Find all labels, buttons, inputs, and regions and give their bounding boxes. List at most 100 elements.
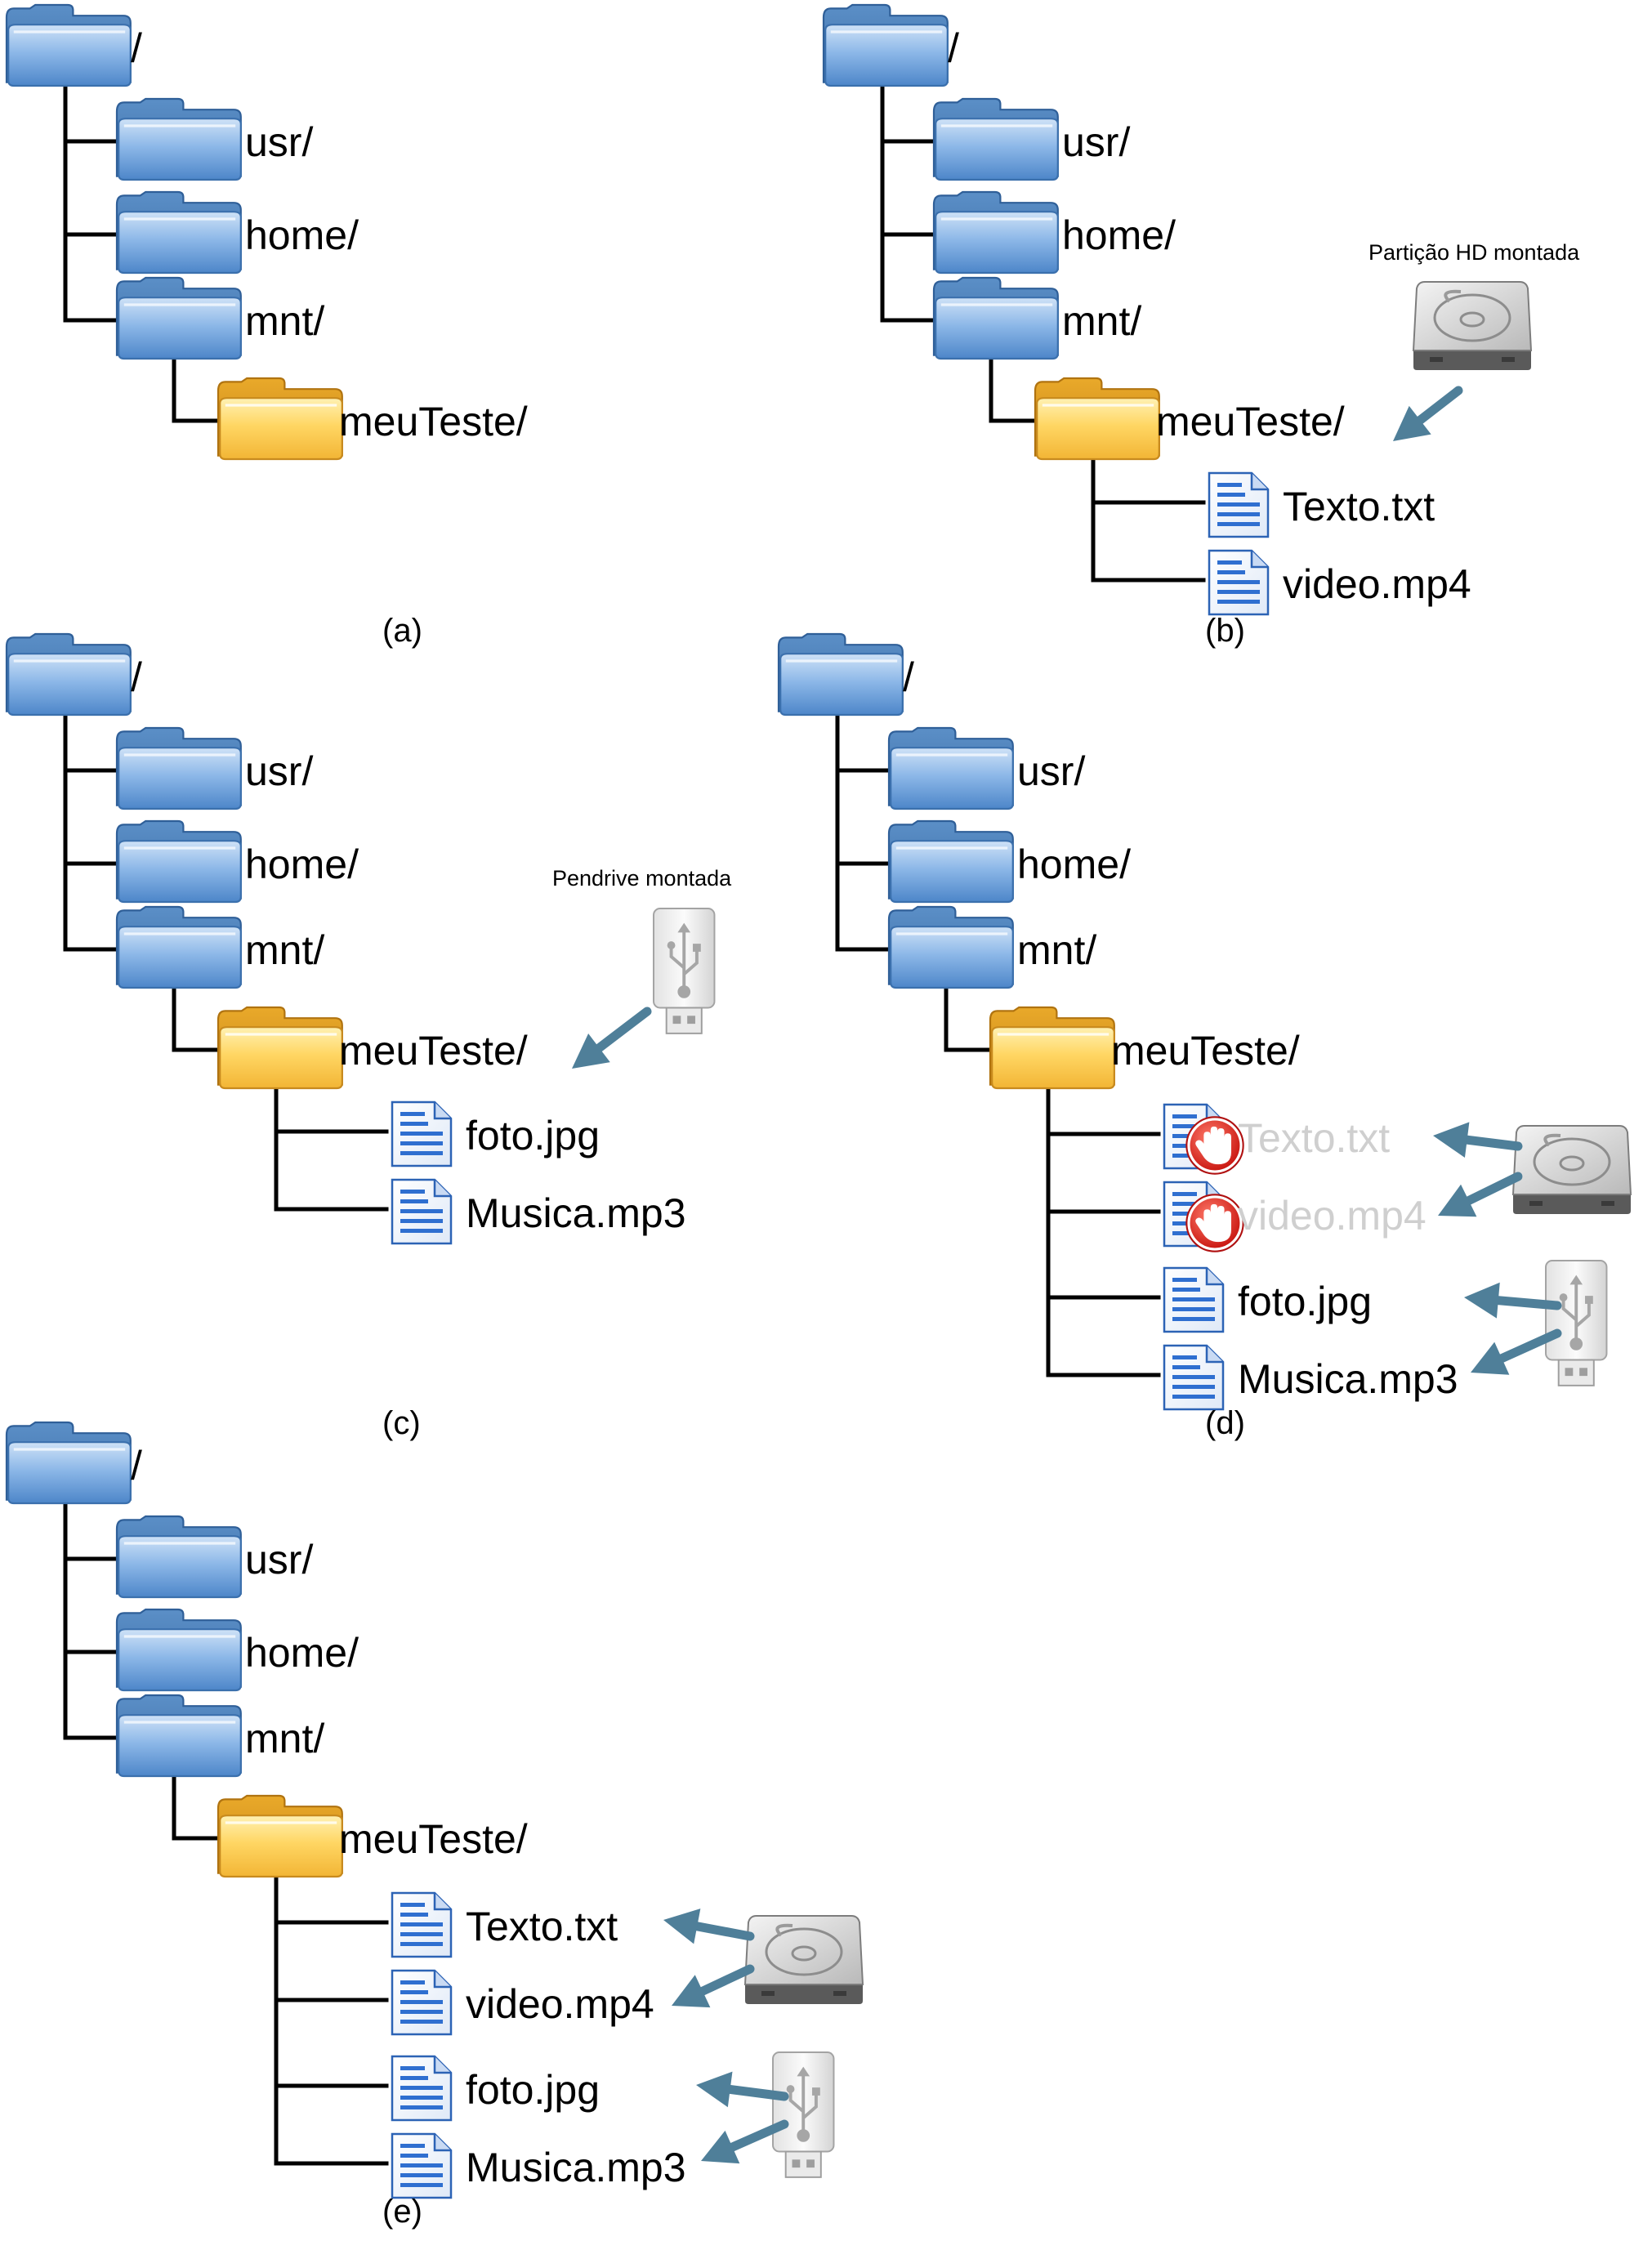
tree-connector — [989, 357, 1038, 423]
node-label: Musica.mp3 — [466, 1190, 686, 1236]
panel-b: /usr/home/mnt/meuTeste/Texto.txtvideo.mp… — [822, 3, 1580, 649]
node-label: / — [131, 654, 142, 700]
panel-c: / usr/home/mnt/meuTeste/foto.jpgMusica.mp… — [5, 632, 732, 1441]
folder-blue-icon — [932, 276, 1060, 360]
tree-connector — [172, 357, 221, 423]
node-label: usr/ — [245, 1537, 313, 1583]
mount-arrow — [672, 1964, 755, 2008]
folder-blue-icon — [777, 632, 904, 717]
hard-drive-icon — [1511, 1124, 1632, 1216]
device-title: Partição HD montada — [1368, 240, 1580, 265]
usb-drive-icon — [771, 2051, 836, 2179]
folder-blue-icon — [887, 905, 1015, 989]
usb-drive-icon — [1544, 1259, 1609, 1387]
node-label: / — [131, 25, 142, 71]
tree-connector — [63, 75, 119, 323]
document-icon — [391, 2132, 453, 2199]
panel-caption: (a) — [382, 613, 422, 649]
folder-blue-icon — [5, 1421, 132, 1505]
document-icon — [391, 2055, 453, 2122]
node-label: meuTeste/ — [1156, 399, 1345, 444]
node-label: foto.jpg — [1238, 1279, 1372, 1324]
node-label: usr/ — [1017, 748, 1085, 794]
node-label: mnt/ — [245, 927, 324, 973]
node-label: video.mp4 — [1238, 1193, 1427, 1239]
document-icon — [1163, 1344, 1225, 1411]
panel-caption: (c) — [382, 1405, 421, 1441]
mount-arrow — [1433, 1122, 1523, 1158]
node-label: home/ — [1062, 212, 1176, 258]
tree-connector — [274, 1873, 389, 2166]
document-icon — [1208, 471, 1270, 538]
folder-blue-icon — [115, 1694, 243, 1778]
node-label: home/ — [245, 1630, 359, 1676]
mount-arrow — [663, 1908, 755, 1944]
mount-arrow — [1393, 386, 1463, 441]
mount-arrow — [1464, 1282, 1562, 1319]
folder-blue-icon — [115, 190, 243, 275]
blocked-icon — [1185, 1194, 1244, 1252]
tree-connector — [880, 75, 936, 323]
document-icon — [1163, 1266, 1225, 1333]
folder-blue-icon — [5, 3, 132, 87]
usb-drive-icon — [652, 907, 717, 1035]
node-label: Musica.mp3 — [466, 2145, 686, 2190]
panel-d: /usr/home/mnt/meuTeste/Texto.txtvideo.mp… — [777, 632, 1632, 1441]
tree-connector — [63, 1493, 119, 1740]
folder-blue-icon — [932, 190, 1060, 275]
mount-arrow — [1471, 1328, 1562, 1375]
folder-yellow-icon — [217, 377, 344, 461]
node-label: meuTeste/ — [339, 1028, 528, 1074]
folder-yellow-icon — [1034, 377, 1161, 461]
panel-caption: (d) — [1205, 1405, 1245, 1441]
folder-blue-icon — [5, 632, 132, 717]
node-label: Texto.txt — [466, 1904, 618, 1949]
blocked-icon — [1185, 1116, 1244, 1175]
folder-blue-icon — [115, 905, 243, 989]
tree-connector — [274, 1084, 389, 1212]
tree-connector — [944, 986, 993, 1052]
folder-blue-icon — [115, 726, 243, 810]
folder-blue-icon — [115, 276, 243, 360]
node-label: video.mp4 — [1283, 561, 1471, 607]
mount-arrow — [696, 2071, 789, 2108]
node-label: home/ — [1017, 842, 1131, 887]
folder-blue-icon — [115, 1515, 243, 1599]
tree-connector — [1046, 1084, 1161, 1377]
node-label: mnt/ — [245, 298, 324, 344]
panel-caption: (e) — [382, 2194, 422, 2230]
folder-blue-icon — [115, 1608, 243, 1692]
node-label: home/ — [245, 842, 359, 887]
folder-blue-icon — [887, 819, 1015, 904]
folder-blue-icon — [932, 97, 1060, 181]
node-label: meuTeste/ — [339, 1816, 528, 1862]
panel-caption: (b) — [1205, 613, 1245, 649]
panel-a: /usr/home/mnt/meuTeste/(a) — [5, 3, 528, 649]
node-label: Musica.mp3 — [1238, 1356, 1458, 1402]
document-icon — [391, 1891, 453, 1958]
node-label: home/ — [245, 212, 359, 258]
node-label: / — [903, 654, 914, 700]
panel-e: /usr/home/mnt/meuTeste/Texto.txtvideo.mp… — [5, 1421, 864, 2230]
document-icon — [391, 1969, 453, 2036]
folder-yellow-icon — [217, 1006, 344, 1090]
tree-connector — [172, 986, 221, 1052]
node-label: usr/ — [245, 748, 313, 794]
document-icon — [391, 1100, 453, 1167]
mount-arrow — [1438, 1172, 1523, 1217]
device-title: Pendrive montada — [552, 866, 732, 891]
tree-connector — [172, 1775, 221, 1841]
mount-arrow — [701, 2119, 789, 2164]
folder-blue-icon — [887, 726, 1015, 810]
node-label: foto.jpg — [466, 1113, 600, 1158]
mount-arrow — [572, 1007, 652, 1069]
tree-connector — [835, 704, 891, 952]
folder-blue-icon — [115, 97, 243, 181]
folder-blue-icon — [822, 3, 949, 87]
node-label: video.mp4 — [466, 1981, 654, 2027]
node-label: meuTeste/ — [1111, 1028, 1300, 1074]
node-label: Texto.txt — [1238, 1115, 1390, 1161]
document-icon — [391, 1178, 453, 1245]
node-label: / — [131, 1443, 142, 1489]
